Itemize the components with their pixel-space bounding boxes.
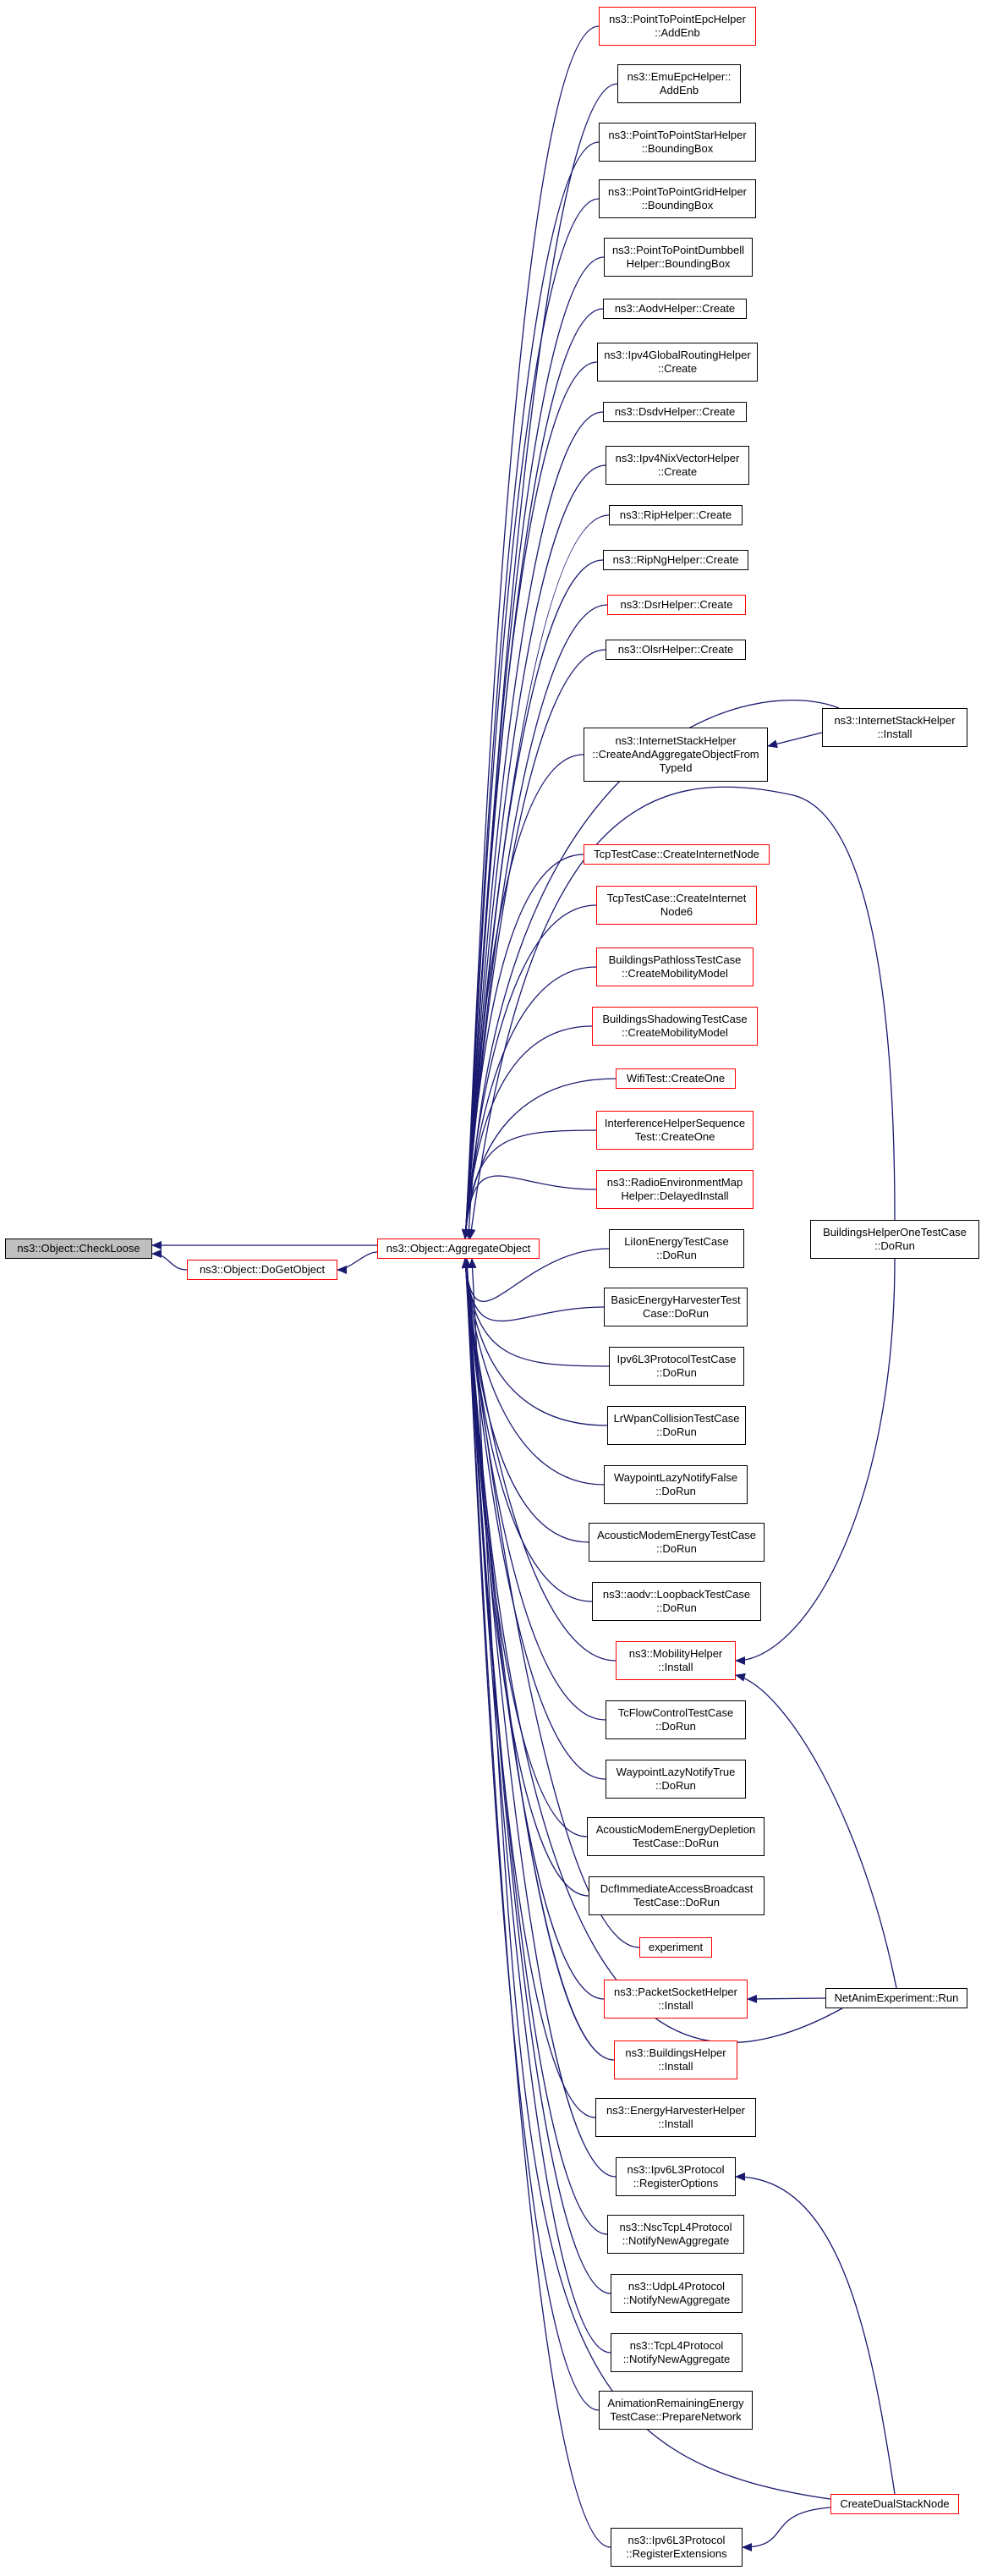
node-n-iscreate[interactable]: ns3::InternetStackHelper ::CreateAndAggr… xyxy=(584,728,768,782)
node-n-buildings[interactable]: ns3::BuildingsHelper ::Install xyxy=(614,2040,737,2079)
edge-n-animrem-aggregate xyxy=(461,1258,600,2411)
node-n-bshadow[interactable]: BuildingsShadowingTestCase ::CreateMobil… xyxy=(592,1007,758,1046)
node-n-tcpnode[interactable]: TcpTestCase::CreateInternetNode xyxy=(584,844,770,865)
node-n-experiment[interactable]: experiment xyxy=(639,1937,712,1958)
node-n-energyharv[interactable]: ns3::EnergyHarvesterHelper ::Install xyxy=(595,2098,756,2137)
node-n-mobility[interactable]: ns3::MobilityHelper ::Install xyxy=(616,1641,736,1680)
node-n-lrwpan[interactable]: LrWpanCollisionTestCase ::DoRun xyxy=(607,1406,746,1445)
node-n-star[interactable]: ns3::PointToPointStarHelper ::BoundingBo… xyxy=(599,123,756,162)
node-n-liion[interactable]: LiIonEnergyTestCase ::DoRun xyxy=(609,1229,744,1268)
edge-netanim-aggregate xyxy=(463,1258,843,2044)
node-n-packetsocket[interactable]: ns3::PacketSocketHelper ::Install xyxy=(604,1980,748,2019)
node-n-ipv6regopt[interactable]: ns3::Ipv6L3Protocol ::RegisterOptions xyxy=(616,2157,736,2196)
node-n-grid[interactable]: ns3::PointToPointGridHelper ::BoundingBo… xyxy=(599,179,756,218)
edge-netanim-mobility xyxy=(735,1673,897,1989)
edge-n-basicenergy-aggregate xyxy=(461,1258,605,1322)
node-n-ipv4nix[interactable]: ns3::Ipv4NixVectorHelper ::Create xyxy=(606,446,749,485)
node-n-ipv4global[interactable]: ns3::Ipv4GlobalRoutingHelper ::Create xyxy=(597,343,758,382)
node-n-animrem[interactable]: AnimationRemainingEnergy TestCase::Prepa… xyxy=(599,2391,753,2430)
node-n-bpathloss[interactable]: BuildingsPathlossTestCase ::CreateMobili… xyxy=(596,947,754,986)
node-n-radioenv[interactable]: ns3::RadioEnvironmentMap Helper::Delayed… xyxy=(596,1170,754,1209)
edge-n-ipv6l3test-aggregate xyxy=(461,1258,610,1367)
edge-n-udp-aggregate xyxy=(461,1258,611,2294)
node-n-dumbbell[interactable]: ns3::PointToPointDumbbell Helper::Boundi… xyxy=(604,238,753,277)
node-n-dsdv[interactable]: ns3::DsdvHelper::Create xyxy=(603,402,747,422)
node-n-wifitest[interactable]: WifiTest::CreateOne xyxy=(616,1068,736,1089)
edge-n-lrwpan-aggregate xyxy=(461,1258,608,1426)
node-n-basicenergy[interactable]: BasicEnergyHarvesterTest Case::DoRun xyxy=(604,1288,748,1326)
node-r-dualstack[interactable]: CreateDualStackNode xyxy=(830,2494,959,2514)
edge-n-mobility-aggregate xyxy=(461,1258,617,1661)
node-n-ipv6l3test[interactable]: Ipv6L3ProtocolTestCase ::DoRun xyxy=(609,1347,744,1386)
node-n-aodv[interactable]: ns3::AodvHelper::Create xyxy=(603,299,747,319)
edge-n-radioenv-aggregate xyxy=(461,1175,597,1239)
edge-aggregate-dogetobject xyxy=(337,1251,378,1274)
node-n-waypointtrue[interactable]: WaypointLazyNotifyTrue ::DoRun xyxy=(606,1760,746,1799)
edge-n-tcp-aggregate xyxy=(461,1258,611,2354)
edge-n-dcf-aggregate xyxy=(461,1258,589,1897)
node-n-tcflow[interactable]: TcFlowControlTestCase ::DoRun xyxy=(606,1700,746,1739)
node-n-nsctcp[interactable]: ns3::NscTcpL4Protocol ::NotifyNewAggrega… xyxy=(607,2215,744,2254)
node-n-interf[interactable]: InterferenceHelperSequence Test::CreateO… xyxy=(596,1111,754,1150)
edge-n-ipv4global-aggregate xyxy=(461,361,598,1239)
node-n-udp[interactable]: ns3::UdpL4Protocol ::NotifyNewAggregate xyxy=(611,2274,743,2313)
edge-n-tcpnode-aggregate xyxy=(461,854,584,1239)
node-dogetobject[interactable]: ns3::Object::DoGetObject xyxy=(187,1260,337,1280)
node-n-waypointfalse[interactable]: WaypointLazyNotifyFalse ::DoRun xyxy=(604,1465,748,1504)
edge-n-bshadow-aggregate xyxy=(461,1025,593,1239)
node-n-dcf[interactable]: DcfImmediateAccessBroadcast TestCase::Do… xyxy=(589,1876,765,1915)
node-n-tcp[interactable]: ns3::TcpL4Protocol ::NotifyNewAggregate xyxy=(611,2333,743,2372)
edge-dogetobject-checkloose xyxy=(151,1250,188,1271)
edge-n-wifitest-aggregate xyxy=(461,1078,617,1239)
edge-dualstack-regextensions xyxy=(742,2507,831,2551)
node-r-isinstall[interactable]: ns3::InternetStackHelper ::Install xyxy=(822,708,967,747)
node-n-ripng[interactable]: ns3::RipNgHelper::Create xyxy=(603,550,748,570)
node-aggregate[interactable]: ns3::Object::AggregateObject xyxy=(377,1239,540,1259)
node-checkloose: ns3::Object::CheckLoose xyxy=(5,1239,152,1259)
edge-buildingsone-mobility xyxy=(735,1258,896,1665)
node-n-ipv6regext[interactable]: ns3::Ipv6L3Protocol ::RegisterExtensions xyxy=(611,2528,743,2567)
edge-n-star-aggregate xyxy=(461,141,600,1239)
edge-dualstack-aggregate xyxy=(468,1258,831,2500)
node-n-dsr[interactable]: ns3::DsrHelper::Create xyxy=(607,595,746,615)
node-n-acoustic[interactable]: AcousticModemEnergyTestCase ::DoRun xyxy=(589,1523,765,1562)
node-n-rip[interactable]: ns3::RipHelper::Create xyxy=(609,505,743,525)
edge-isinstall-iscreate xyxy=(767,732,823,749)
node-n-p2pepc[interactable]: ns3::PointToPointEpcHelper ::AddEnb xyxy=(599,7,756,46)
edge-n-ipv6regext-aggregate xyxy=(461,1258,611,2548)
edge-netanim-packetsocket xyxy=(747,1994,826,2003)
edge-n-liion-aggregate xyxy=(461,1248,610,1302)
node-r-netanim[interactable]: NetAnimExperiment::Run xyxy=(825,1988,967,2008)
node-n-acousticdep[interactable]: AcousticModemEnergyDepletion TestCase::D… xyxy=(587,1817,765,1856)
node-r-buildingsone[interactable]: BuildingsHelperOneTestCase ::DoRun xyxy=(810,1220,979,1259)
node-n-tcpnode6[interactable]: TcpTestCase::CreateInternet Node6 xyxy=(596,886,757,925)
edge-n-ipv6regopt-aggregate xyxy=(461,1258,617,2178)
node-n-olsr[interactable]: ns3::OlsrHelper::Create xyxy=(606,640,746,660)
edge-dualstack-regoptions xyxy=(735,2172,896,2495)
node-n-emuepc[interactable]: ns3::EmuEpcHelper:: AddEnb xyxy=(617,64,741,103)
node-n-aodvloop[interactable]: ns3::aodv::LoopbackTestCase ::DoRun xyxy=(592,1582,761,1621)
edge-buildingsone-aggregate xyxy=(467,786,896,1239)
edge-n-waypointfalse-aggregate xyxy=(461,1258,605,1486)
